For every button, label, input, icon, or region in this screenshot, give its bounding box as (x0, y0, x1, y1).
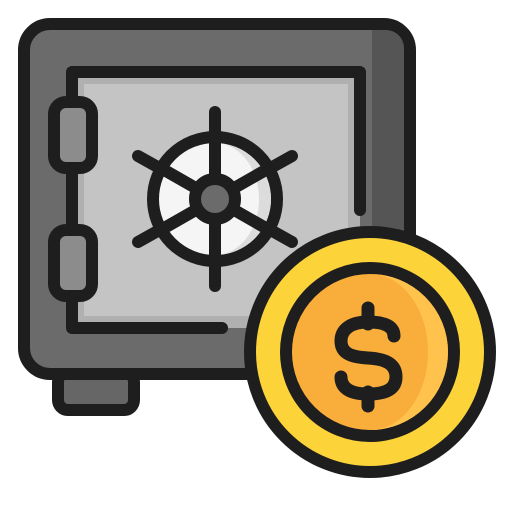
safe-door-frame (66, 66, 366, 334)
safe-top-hinge (48, 96, 98, 174)
dial-hub (189, 173, 241, 225)
dollar-coin-icon (244, 226, 496, 478)
coin-face-highlight (370, 274, 448, 430)
combination-dial-icon (132, 106, 298, 292)
dollar-sign-icon (334, 301, 403, 413)
safe-bottom-hinge (48, 224, 98, 302)
